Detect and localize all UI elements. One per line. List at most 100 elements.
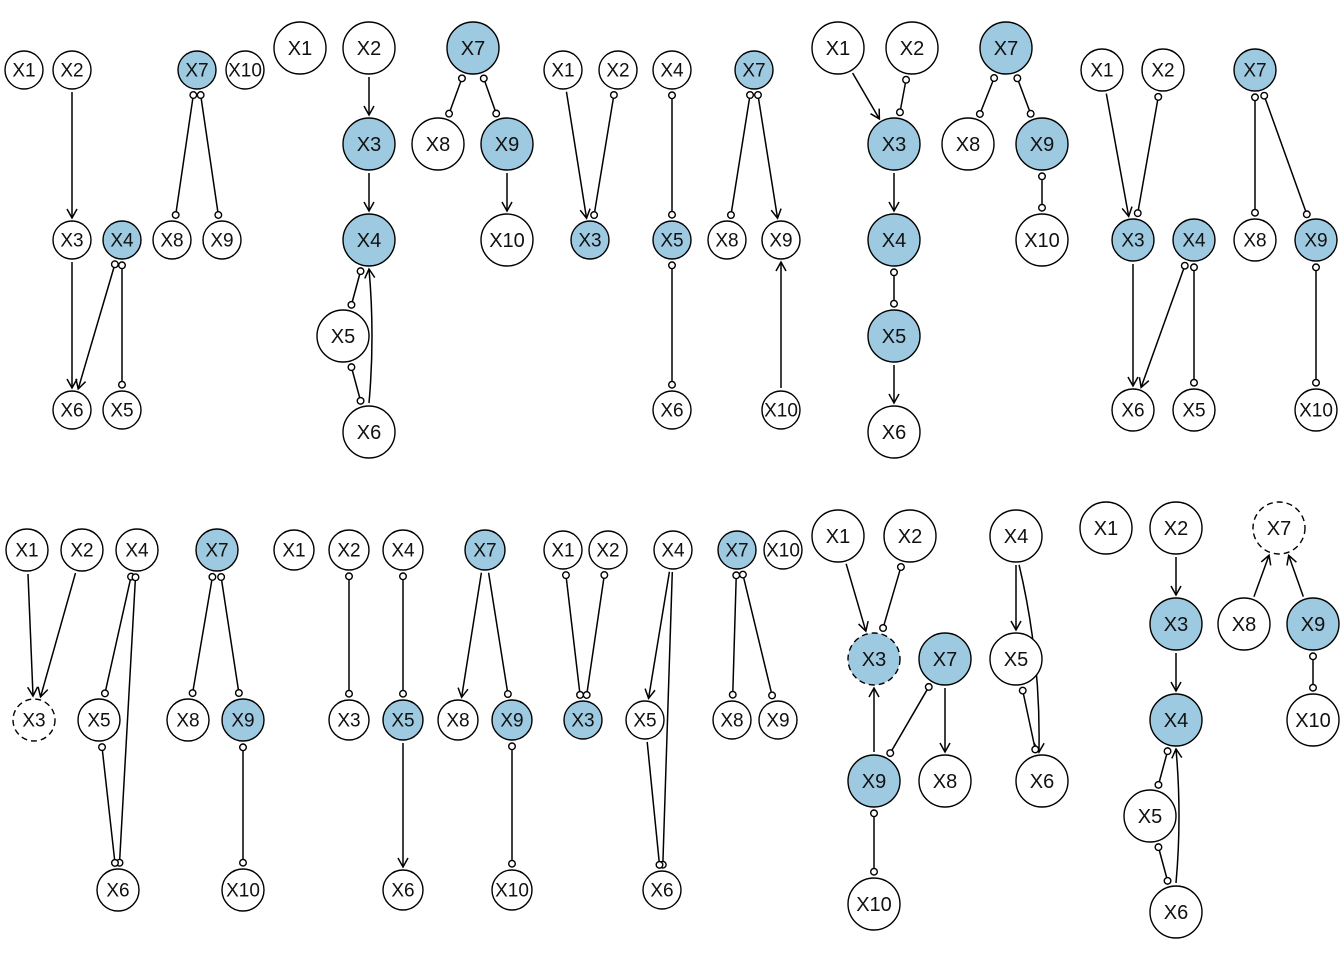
edge-line	[592, 91, 616, 219]
circle-endpoint-icon	[110, 858, 119, 867]
node-label: X2	[60, 61, 83, 82]
circle-endpoint-icon	[503, 690, 512, 699]
circle-endpoint-icon	[189, 91, 198, 100]
arrow-head-icon	[1121, 206, 1133, 218]
circle-endpoint-icon	[1154, 780, 1163, 789]
node-x1: X1	[4, 50, 44, 90]
node-label: X10	[764, 401, 798, 422]
circle-endpoint-icon	[732, 571, 741, 580]
node-label: X7	[185, 61, 208, 82]
edge-n1-n3	[1105, 93, 1133, 218]
circle-endpoint-icon	[609, 90, 618, 99]
circle-endpoint-icon	[1260, 91, 1269, 100]
edge-line	[564, 571, 582, 699]
node-label: X1	[1094, 518, 1118, 540]
edge-n7-n8	[728, 571, 741, 699]
node-x9: X9	[480, 117, 534, 171]
node-label: X9	[231, 711, 254, 732]
node-label: X7	[461, 38, 485, 60]
edge-n7-n9	[196, 91, 223, 219]
node-circle	[152, 220, 192, 260]
node-label: X6	[650, 881, 673, 902]
edge-line	[27, 573, 34, 697]
node-x5: X5	[867, 309, 921, 363]
node-circle	[758, 700, 798, 740]
node-x9: X9	[758, 700, 798, 740]
node-x2: X2	[885, 21, 939, 75]
node-label: X8	[1232, 614, 1256, 636]
node-x4: X4	[1172, 218, 1216, 262]
arrow-head-icon	[363, 201, 375, 213]
arrow-head-icon	[397, 857, 409, 869]
node-x2: X2	[342, 21, 396, 75]
node-x5: X5	[1172, 388, 1216, 432]
edge-n4-n5	[890, 268, 899, 308]
node-x2: X2	[598, 50, 638, 90]
node-x4: X4	[342, 213, 396, 267]
edge-line	[881, 563, 903, 632]
node-circle	[941, 117, 995, 171]
edge-n9-n10	[1311, 263, 1320, 387]
edge-n7-n8	[975, 74, 999, 118]
node-label: X10	[489, 230, 525, 252]
node-x3: X3	[1149, 597, 1203, 651]
node-x4: X4	[1149, 693, 1203, 747]
node-label: X9	[495, 134, 519, 156]
node-x10: X10	[225, 50, 265, 90]
node-circle	[653, 530, 693, 570]
node-x6: X6	[1111, 388, 1155, 432]
circle-endpoint-icon	[356, 396, 365, 405]
node-x3: X3	[563, 700, 603, 740]
node-label: X10	[1295, 710, 1331, 732]
node-label: X6	[391, 881, 414, 902]
node-label: X4	[882, 230, 906, 252]
node-x2: X2	[883, 509, 937, 563]
node-circle	[102, 220, 142, 260]
node-circle	[642, 870, 682, 910]
node-label: X2	[606, 61, 629, 82]
node-label: X10	[1024, 230, 1060, 252]
circle-endpoint-icon	[347, 363, 356, 372]
node-circle	[847, 754, 901, 808]
node-label: X8	[1243, 231, 1266, 252]
node-circle	[52, 220, 92, 260]
circle-endpoint-icon	[879, 624, 888, 633]
arrow-head-icon	[1171, 747, 1183, 759]
node-label: X6	[60, 401, 83, 422]
edge-n3-n4	[1170, 653, 1182, 693]
node-x1: X1	[811, 21, 865, 75]
node-x1: X1	[273, 529, 315, 571]
circle-endpoint-icon	[590, 211, 599, 220]
node-circle	[847, 632, 901, 686]
edge-line	[887, 683, 932, 757]
edge-line	[118, 573, 137, 867]
node-circle	[867, 405, 921, 459]
circle-endpoint-icon	[890, 299, 899, 308]
node-circle	[1111, 388, 1155, 432]
node-label: X2	[1164, 518, 1188, 540]
arrow-head-icon	[457, 687, 469, 699]
node-circle	[811, 509, 865, 563]
circle-endpoint-icon	[171, 210, 180, 219]
edge-n2-n3	[895, 75, 911, 117]
circle-endpoint-icon	[131, 573, 140, 582]
circle-endpoint-icon	[1013, 74, 1022, 83]
circle-endpoint-icon	[1250, 208, 1259, 217]
arrow-head-icon	[75, 378, 87, 391]
node-circle	[221, 868, 265, 912]
node-label: X8	[446, 711, 469, 732]
circle-endpoint-icon	[870, 809, 879, 818]
node-circle	[867, 213, 921, 267]
node-label: X2	[596, 541, 619, 562]
circle-endpoint-icon	[1302, 210, 1311, 219]
node-circle	[761, 220, 801, 260]
node-circle	[1149, 885, 1203, 939]
node-circle	[115, 528, 159, 572]
edge-n7-n9	[217, 572, 243, 698]
node-circle	[543, 50, 583, 90]
node-label: X3	[882, 134, 906, 156]
